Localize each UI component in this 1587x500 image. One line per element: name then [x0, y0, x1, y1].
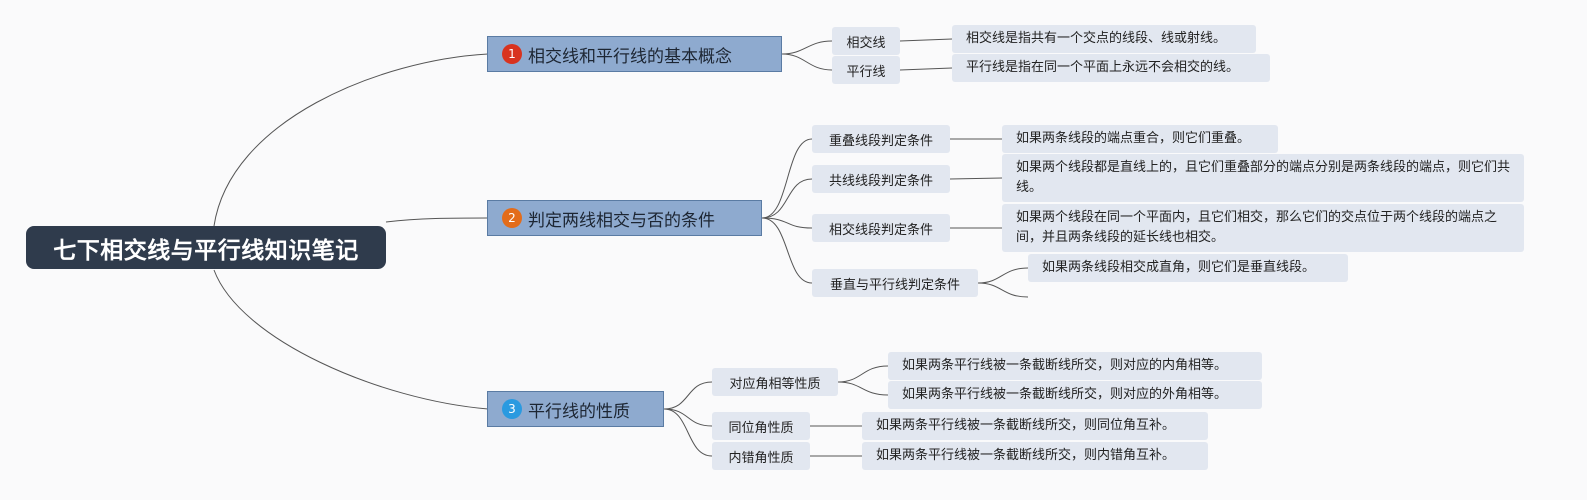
- note-alternate-supplementary[interactable]: 如果两条平行线被一条截断线所交，则内错角互补。: [862, 442, 1208, 470]
- link-b1-t1: [781, 40, 833, 55]
- subtopic-same-side-angles[interactable]: 同位角性质: [712, 412, 810, 440]
- subtopic-collinear-condition[interactable]: 共线线段判定条件: [812, 165, 950, 193]
- link-b3t1-n1: [837, 365, 889, 383]
- main-topic-label: 判定两线相交与否的条件: [528, 210, 715, 231]
- link-b2-t2: [761, 178, 813, 219]
- subtopic-alternate-angles[interactable]: 内错角性质: [712, 442, 810, 470]
- main-topic-3[interactable]: 3 平行线的性质: [487, 391, 664, 427]
- link-b3-t1: [663, 381, 713, 410]
- number-3-icon: 3: [502, 399, 522, 419]
- link-b2-t3: [761, 217, 813, 229]
- link-b2t4-n: [977, 267, 1029, 284]
- number-2-icon: 2: [502, 208, 522, 228]
- main-topic-2[interactable]: 2 判定两线相交与否的条件: [487, 200, 762, 236]
- root-topic[interactable]: 七下相交线与平行线知识笔记: [26, 226, 386, 269]
- note-interior-angles-equal[interactable]: 如果两条平行线被一条截断线所交，则对应的内角相等。: [888, 352, 1262, 380]
- link-b2t4-tail: [977, 282, 1029, 298]
- subtopic-overlap-condition[interactable]: 重叠线段判定条件: [812, 125, 950, 153]
- link-root-b3: [213, 269, 489, 410]
- link-root-b2: [385, 217, 489, 223]
- link-b3-t2: [663, 408, 713, 427]
- note-exterior-angles-equal[interactable]: 如果两条平行线被一条截断线所交，则对应的外角相等。: [888, 381, 1262, 409]
- note-collinear[interactable]: 如果两个线段都是直线上的，且它们重叠部分的端点分别是两条线段的端点，则它们共线。: [1002, 154, 1524, 202]
- link-b3t1-n2: [837, 381, 889, 396]
- subtopic-intersect-condition[interactable]: 相交线段判定条件: [812, 214, 950, 242]
- note-parallel-lines[interactable]: 平行线是指在同一个平面上永远不会相交的线。: [952, 54, 1270, 82]
- link-root-b1: [213, 53, 489, 227]
- subtopic-parallel-lines[interactable]: 平行线: [832, 56, 900, 84]
- number-1-icon: 1: [502, 44, 522, 64]
- link-b2t2-n: [949, 177, 1003, 180]
- subtopic-intersecting-lines[interactable]: 相交线: [832, 27, 900, 55]
- link-b2-t1: [761, 138, 813, 219]
- main-topic-label: 平行线的性质: [528, 401, 630, 422]
- link-b3-t3: [663, 408, 713, 457]
- note-same-side-supplementary[interactable]: 如果两条平行线被一条截断线所交，则同位角互补。: [862, 412, 1208, 440]
- link-b1t2-n: [899, 67, 953, 71]
- subtopic-corresponding-angles[interactable]: 对应角相等性质: [712, 368, 838, 396]
- link-b1t1-n: [899, 38, 953, 42]
- note-overlap[interactable]: 如果两条线段的端点重合，则它们重叠。: [1002, 125, 1278, 153]
- subtopic-perpendicular-parallel-condition[interactable]: 垂直与平行线判定条件: [812, 269, 978, 297]
- main-topic-label: 相交线和平行线的基本概念: [528, 46, 732, 67]
- note-intersecting-lines[interactable]: 相交线是指共有一个交点的线段、线或射线。: [952, 25, 1256, 53]
- link-b2-t4: [761, 217, 813, 284]
- note-intersect[interactable]: 如果两个线段在同一个平面内，且它们相交，那么它们的交点位于两个线段的端点之间，并…: [1002, 204, 1524, 252]
- link-b1-t2: [781, 53, 833, 71]
- note-perpendicular[interactable]: 如果两条线段相交成直角，则它们是垂直线段。: [1028, 254, 1348, 282]
- main-topic-1[interactable]: 1 相交线和平行线的基本概念: [487, 36, 782, 72]
